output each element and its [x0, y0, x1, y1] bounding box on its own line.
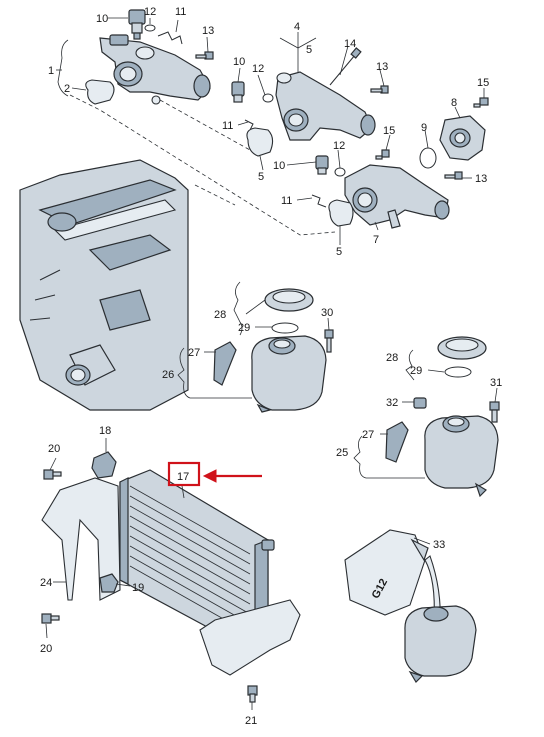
gasket-2 [85, 79, 115, 105]
callout-24: 24 [40, 577, 52, 589]
tank-cap-28 [264, 288, 314, 312]
highlight-arrow-icon [202, 469, 217, 483]
callout-14: 14 [344, 38, 356, 50]
callout-31: 31 [490, 377, 502, 389]
callout-7: 7 [373, 234, 379, 246]
expansion-tank-refill [404, 605, 477, 683]
callout-13: 13 [202, 25, 214, 37]
expansion-tank-26 [251, 335, 327, 413]
callout-12: 12 [252, 63, 264, 75]
retaining-clip-11 [157, 31, 183, 45]
callout-20: 20 [40, 643, 52, 655]
callout-27: 27 [362, 429, 374, 441]
rubber-mount-18 [91, 451, 117, 479]
highlight-box [167, 461, 201, 487]
callout-15: 15 [477, 77, 489, 89]
tank-cap-28 [437, 336, 487, 360]
bolt-14 [329, 54, 356, 86]
callout-20: 20 [48, 443, 60, 455]
callout-10: 10 [233, 56, 245, 68]
rubber-mount-19 [99, 573, 119, 593]
bolt-13 [370, 85, 389, 94]
callout-21: 21 [245, 715, 257, 727]
temperature-sender-10 [231, 81, 245, 103]
gasket-5 [246, 127, 274, 157]
bolt-15 [473, 97, 489, 108]
seal-29 [444, 366, 472, 378]
callout-5: 5 [336, 246, 342, 258]
callout-28: 28 [386, 352, 398, 364]
callout-18: 18 [99, 425, 111, 437]
callout-1: 1 [48, 65, 54, 77]
callout-12: 12 [333, 140, 345, 152]
temperature-sender-10 [315, 155, 329, 175]
callout-9: 9 [421, 122, 427, 134]
callout-15: 15 [383, 125, 395, 137]
retaining-strap-27 [385, 421, 409, 463]
callout-33: 33 [433, 539, 445, 551]
reference-line [69, 94, 336, 236]
callout-29: 29 [238, 322, 250, 334]
callout-28: 28 [214, 309, 226, 321]
expansion-tank-25 [424, 415, 499, 498]
callout-12: 12 [144, 6, 156, 18]
gasket-5 [328, 199, 354, 227]
air-duct [199, 599, 301, 676]
bolt-13 [444, 171, 463, 180]
callout-27: 27 [188, 347, 200, 359]
reference-line [159, 99, 251, 151]
callout-17: 17 [177, 471, 189, 483]
sender-31 [489, 401, 500, 423]
seal-29 [271, 322, 299, 334]
engine-block [19, 159, 189, 411]
callout-26: 26 [162, 369, 174, 381]
callout-10: 10 [96, 13, 108, 25]
bolt-20 [43, 469, 62, 480]
callout-11: 11 [175, 6, 186, 18]
callout-13: 13 [475, 173, 487, 185]
coolant-pipe-4 [275, 71, 376, 141]
temperature-sender-10 [128, 9, 146, 40]
callout-5: 5 [306, 44, 312, 56]
bolt-20 [41, 613, 60, 624]
o-ring-12 [262, 93, 274, 103]
seal-ring-9 [419, 147, 437, 169]
callout-10: 10 [273, 160, 285, 172]
callout-13: 13 [376, 61, 388, 73]
callout-29: 29 [410, 365, 422, 377]
callout-5: 5 [258, 171, 264, 183]
coolant-pipe-7 [344, 164, 450, 229]
o-ring-12 [144, 24, 156, 32]
callout-19: 19 [132, 582, 144, 594]
coolant-flange-1 [99, 34, 211, 105]
clip-32 [413, 397, 427, 409]
callout-30: 30 [321, 307, 333, 319]
bolt-21 [247, 685, 258, 703]
bolt-13 [195, 51, 214, 60]
coolant-bottle-33: G12 [344, 529, 429, 616]
coolant-flange-8 [439, 115, 486, 161]
bolt-15 [375, 149, 390, 160]
reference-line [194, 184, 236, 206]
sender-30 [324, 329, 334, 353]
retaining-clip-11 [311, 194, 327, 208]
o-ring-12 [334, 167, 346, 177]
callout-4: 4 [294, 21, 300, 33]
callout-25: 25 [336, 447, 348, 459]
callout-8: 8 [451, 97, 457, 109]
radiator-frame-24 [41, 477, 121, 601]
callout-32: 32 [386, 397, 398, 409]
callout-11: 11 [222, 120, 233, 132]
callout-2: 2 [64, 83, 70, 95]
retaining-strap-27 [213, 341, 237, 386]
callout-11: 11 [281, 195, 292, 207]
